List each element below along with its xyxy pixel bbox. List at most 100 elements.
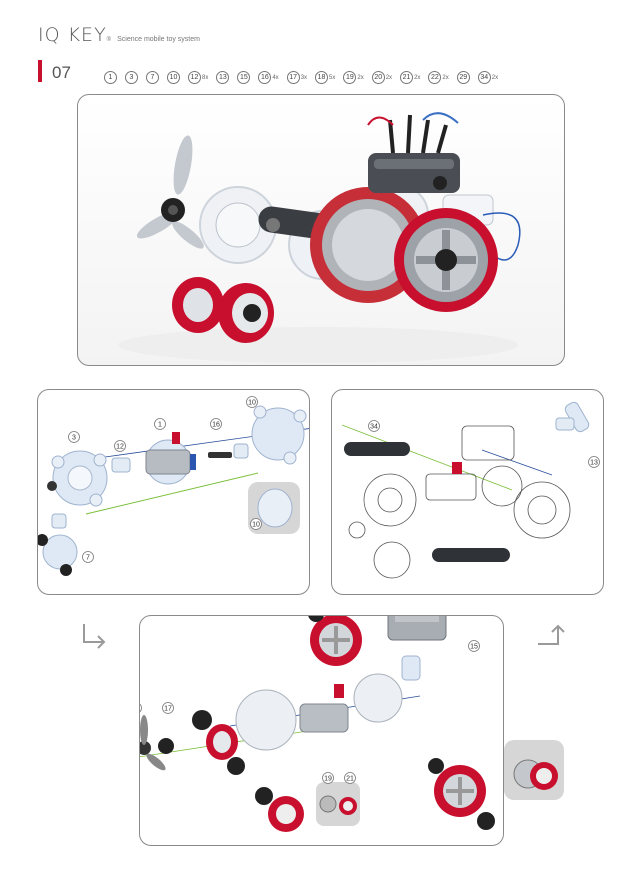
brand-header: IQ KEY ® Science mobile toy system — [38, 24, 200, 46]
rail-34-top-icon — [344, 442, 410, 456]
motor-part-icon — [145, 432, 196, 485]
callout-10: 10 — [246, 396, 258, 408]
callout-15: 15 — [468, 640, 480, 652]
part-number-circle: 7 — [146, 71, 159, 84]
svg-text:3: 3 — [72, 435, 76, 442]
part-number-circle: 29 — [456, 71, 470, 84]
battery-box-15-icon — [387, 609, 447, 641]
callout-7: 7 — [82, 551, 94, 563]
svg-text:16: 16 — [212, 422, 220, 429]
propeller-parts-icon — [94, 715, 174, 771]
part-number-circle: 3 — [125, 71, 138, 84]
part-number-circle: 18 — [315, 71, 329, 84]
part-number-circle: 16 — [258, 71, 272, 84]
brand-registered-mark: ® — [106, 37, 112, 43]
hub-7-icon — [36, 513, 78, 576]
instruction-panel-bottom: 1518291719212022 — [79, 606, 556, 846]
part-1: 1 — [104, 71, 117, 84]
battery-box-icon — [367, 112, 460, 193]
part-number-circle: 17 — [286, 71, 300, 84]
part-quantity: 3x — [300, 75, 308, 81]
part-13: 13 — [216, 71, 230, 84]
connector-13-icon — [555, 401, 590, 433]
wheel-top-icon — [308, 606, 362, 666]
small-wheels-icon — [172, 277, 274, 343]
brand-logo: IQ KEY — [38, 24, 107, 46]
svg-text:21: 21 — [346, 776, 354, 783]
instruction-panel-right: 34 13 — [331, 389, 604, 595]
part-3: 3 — [125, 71, 138, 84]
detail-box-20-22 — [504, 740, 564, 800]
callout-1: 1 — [154, 418, 166, 430]
wheel-right-icon — [428, 758, 495, 830]
part-quantity: 2x — [414, 75, 421, 81]
svg-text:10: 10 — [248, 400, 256, 407]
part-quantity: 2x — [491, 75, 499, 81]
svg-text:19: 19 — [324, 776, 332, 783]
connector-12-icon — [111, 457, 131, 473]
axle-16-icon — [208, 452, 232, 458]
propeller-icon — [136, 135, 204, 249]
svg-text:12: 12 — [116, 444, 124, 451]
step-number: 07 — [52, 63, 71, 82]
brand-tagline: Science mobile toy system — [117, 36, 200, 43]
svg-text:17: 17 — [164, 706, 172, 713]
callout-12: 12 — [114, 440, 126, 452]
callout-16: 16 — [210, 418, 222, 430]
part-7: 7 — [146, 71, 159, 84]
callout-29: 29 — [130, 702, 142, 714]
callout-13: 13 — [588, 456, 600, 468]
instruction-panel-left: 3 12 1 16 10 10 7 — [36, 389, 314, 595]
part-quantity: 5x — [329, 75, 336, 81]
hub-10-icon — [251, 405, 307, 465]
part-number-circle: 15 — [237, 71, 251, 84]
flow-arrow-left-icon — [83, 624, 106, 649]
part-quantity: 2x — [357, 75, 364, 81]
part-quantity: 8x — [202, 75, 209, 81]
part-10: 10 — [167, 71, 180, 84]
part-number-circle: 13 — [216, 71, 230, 84]
part-number-circle: 10 — [167, 71, 180, 84]
svg-text:1: 1 — [158, 422, 162, 429]
part-number-circle: 20 — [371, 71, 385, 84]
part-number-circle: 1 — [104, 71, 117, 84]
part-quantity: 2x — [385, 75, 393, 81]
red-ring-left-icon — [192, 710, 304, 832]
svg-text:15: 15 — [470, 644, 478, 651]
part-number-circle: 21 — [400, 71, 414, 84]
part-number-circle: 34 — [477, 71, 491, 84]
part-number-circle: 19 — [343, 71, 357, 84]
part-number-circle: 12 — [188, 71, 201, 84]
chassis-lineart-icon — [348, 425, 571, 579]
part-quantity: 4x — [272, 75, 279, 81]
part-quantity: 2x — [442, 75, 449, 81]
detail-box-19-21 — [316, 782, 360, 826]
callout-19: 19 — [322, 772, 334, 784]
svg-text:34: 34 — [370, 424, 378, 431]
svg-text:13: 13 — [590, 460, 598, 467]
assembled-model-photo — [77, 94, 565, 366]
part-29: 29 — [456, 71, 470, 84]
callout-34: 34 — [368, 420, 380, 432]
rail-34-bottom-icon — [432, 548, 510, 562]
callout-17: 17 — [162, 702, 174, 714]
flow-arrow-right-icon — [538, 624, 565, 645]
main-chassis-icon — [235, 655, 421, 751]
callout-21: 21 — [344, 772, 356, 784]
callout-10: 10 — [250, 518, 262, 530]
callout-3: 3 — [68, 431, 80, 443]
big-wheel-front-icon — [394, 208, 498, 312]
part-number-circle: 22 — [428, 71, 442, 84]
hub-part-icon — [47, 450, 108, 507]
svg-text:10: 10 — [252, 522, 260, 529]
svg-text:7: 7 — [86, 555, 90, 562]
